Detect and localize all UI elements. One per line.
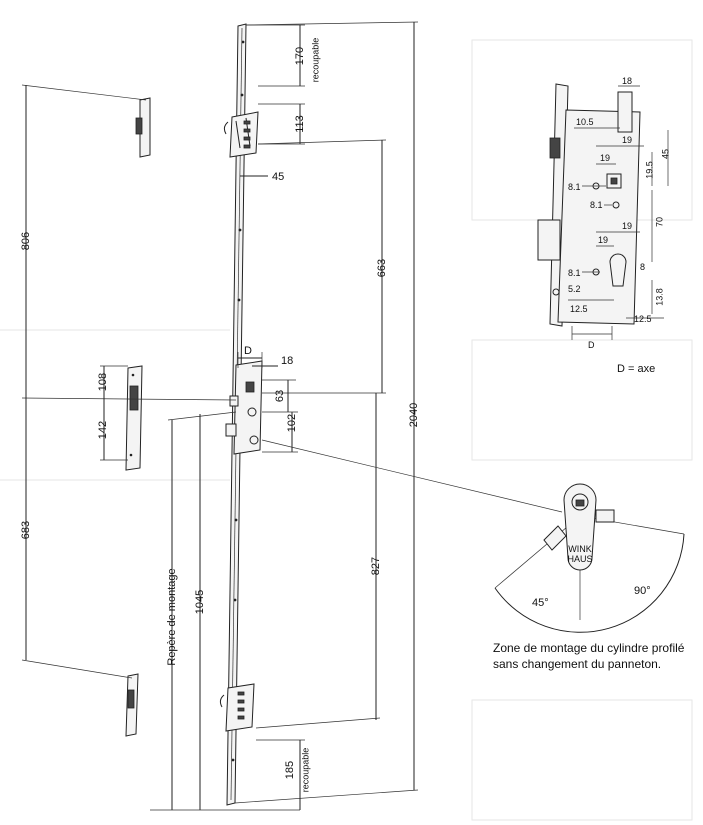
detail-dim-12-5-b: 12.5 [634, 314, 652, 324]
label-recoupable-bottom: recoupable [300, 748, 310, 793]
detail-dim-19-c: 19 [622, 221, 632, 231]
dimension-lines [21, 21, 563, 811]
dim-D: D [244, 345, 252, 357]
cylinder-cutout [609, 253, 627, 287]
rotation-arc [494, 533, 685, 633]
detail-dim-19-b: 19 [600, 153, 610, 163]
dim-170: 170 [294, 47, 306, 65]
latch-bolt [549, 137, 561, 159]
detail-dim-19-a: 19 [622, 135, 632, 145]
detail-dim-45: 45 [660, 149, 670, 159]
top-strike-plate [135, 97, 151, 158]
dim-113: 113 [294, 115, 306, 133]
detail-dim-5-2: 5.2 [568, 284, 581, 294]
dim-1045: 1045 [194, 590, 206, 614]
main-elevation: 806 683 108 142 170 recoupable 113 45 66… [20, 21, 563, 811]
dim-63: 63 [274, 390, 286, 402]
detail-dim-19-d: 19 [598, 235, 608, 245]
faceplate-holes [231, 40, 245, 762]
dim-663: 663 [376, 259, 388, 277]
detail-dim-13-8: 13.8 [654, 288, 664, 306]
cylinder-brand-line1: WINK [568, 544, 592, 554]
cylinder-brand-line2: HAUS [567, 554, 592, 564]
detail-dimension-lines [568, 85, 669, 340]
dim-827: 827 [370, 557, 382, 575]
cylinder-rotation-diagram: WINK HAUS 45° 90° [494, 483, 685, 633]
detail-dim-19-5: 19.5 [644, 161, 654, 179]
central-lock-case [225, 360, 263, 455]
profile-cylinder [563, 483, 597, 571]
dim-185: 185 [284, 761, 296, 779]
dim-18: 18 [281, 355, 293, 367]
detail-dim-8-1-a: 8.1 [568, 182, 581, 192]
cam-right [595, 509, 615, 523]
cam-left [543, 525, 567, 551]
dim-683: 683 [20, 521, 32, 539]
cylinder-caption-line1: Zone de montage du cylindre profilé [493, 641, 685, 655]
dead-bolt [537, 219, 561, 261]
top-locking-bolt [223, 111, 259, 158]
bottom-strike-plate [125, 673, 139, 737]
detail-dim-8: 8 [640, 262, 645, 272]
label-recoupable-top: recoupable [310, 38, 320, 83]
dim-45: 45 [272, 171, 284, 183]
detail-dim-D: D [588, 340, 595, 350]
bottom-locking-bolt [219, 683, 255, 732]
dim-102: 102 [286, 414, 298, 432]
angle-90: 90° [634, 585, 651, 597]
detail-dim-10-5: 10.5 [576, 117, 594, 127]
dim-2040: 2040 [408, 403, 420, 427]
dim-108: 108 [97, 373, 109, 391]
middle-strike-plate [125, 365, 143, 471]
detail-dim-8-1-b: 8.1 [590, 200, 603, 210]
angle-45: 45° [532, 597, 549, 609]
detail-dim-12-5-a: 12.5 [570, 304, 588, 314]
detail-dim-70: 70 [654, 217, 664, 227]
lock-case-detail: 18 10.5 19 19 19.5 45 8.1 8.1 70 19 19 8… [537, 76, 670, 375]
detail-dim-18: 18 [622, 76, 632, 86]
detail-dim-8-1-c: 8.1 [568, 268, 581, 278]
label-repere-de-montage: Repère de montage [166, 568, 178, 665]
dim-142: 142 [97, 421, 109, 439]
detail-legend: D = axe [617, 363, 655, 375]
dim-806: 806 [20, 232, 32, 250]
cylinder-caption-line2: sans changement du panneton. [493, 657, 662, 671]
